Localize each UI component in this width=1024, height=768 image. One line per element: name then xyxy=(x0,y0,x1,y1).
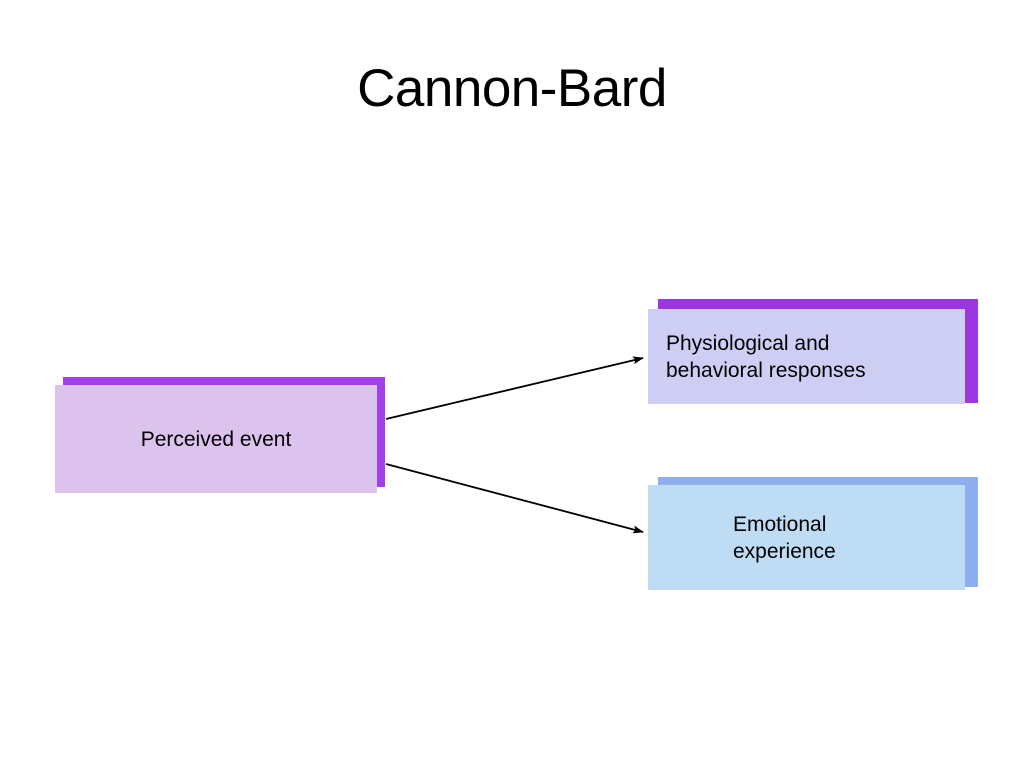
node-label: Emotional experience xyxy=(733,512,836,563)
node-face: Physiological and behavioral responses xyxy=(648,309,965,404)
node-physiological-and-behavioral-responses[interactable]: Physiological and behavioral responses xyxy=(648,299,978,409)
page-title: Cannon-Bard xyxy=(357,59,667,118)
arrow-to-emotional xyxy=(385,463,644,534)
node-emotional-experience[interactable]: Emotional experience xyxy=(648,477,978,595)
node-perceived-event[interactable]: Perceived event xyxy=(55,377,385,501)
arrow-to-physiological xyxy=(385,356,644,420)
node-face: Emotional experience xyxy=(648,485,965,590)
node-label: Physiological and behavioral responses xyxy=(666,331,866,382)
node-face: Perceived event xyxy=(55,385,377,493)
node-label: Perceived event xyxy=(140,427,292,451)
